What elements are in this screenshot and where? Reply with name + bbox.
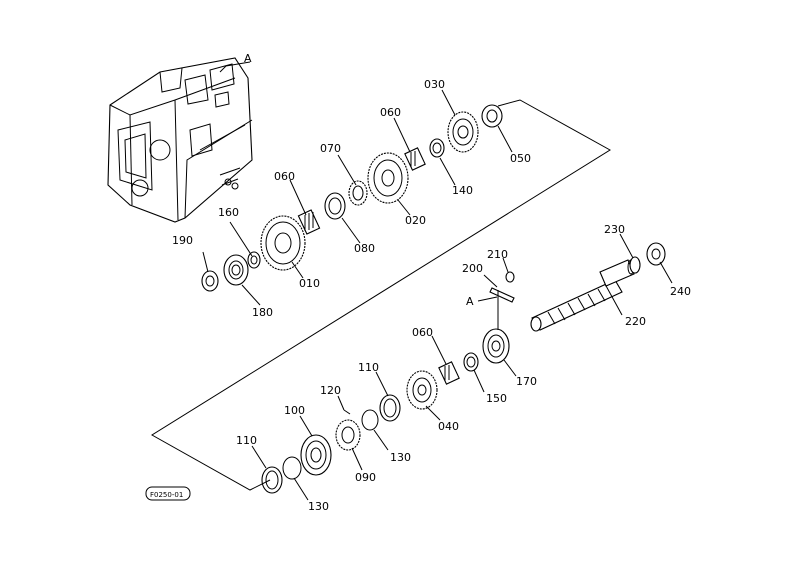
bearing-180 <box>223 254 249 286</box>
collar-140 <box>429 138 445 158</box>
part-label-200: 200 <box>462 262 483 275</box>
snap-ring-130-lower <box>282 456 302 480</box>
part-label-100: 100 <box>284 404 305 417</box>
drawing-code: F0250-01 <box>150 491 183 499</box>
shaft-220 <box>530 259 635 332</box>
part-label-240: 240 <box>670 285 691 298</box>
upper-shaft-assembly <box>201 104 503 292</box>
bearing-240 <box>646 242 666 266</box>
upper-assembly-frame-line <box>151 99 611 491</box>
circlip-110-lower <box>261 466 283 494</box>
part-label-060-upper: 060 <box>274 170 295 183</box>
gear-030 <box>447 111 479 153</box>
circlip-110-upper <box>379 394 401 422</box>
part-label-120: 120 <box>320 384 341 397</box>
part-label-150: 150 <box>486 392 507 405</box>
gear-090 <box>335 419 361 451</box>
screw-210 <box>505 271 515 283</box>
needle-bearing-060-mid <box>404 147 426 171</box>
part-label-140: 140 <box>452 184 473 197</box>
key-200 <box>489 287 515 303</box>
part-label-210: 210 <box>487 248 508 261</box>
bearing-100 <box>300 434 332 476</box>
transmission-case <box>107 57 253 223</box>
part-label-090: 090 <box>355 471 376 484</box>
nut-190 <box>201 270 219 292</box>
part-label-110-upper: 110 <box>358 361 379 374</box>
collar-080 <box>324 192 346 220</box>
section-marker-a-bottom: A <box>466 295 474 308</box>
part-label-170: 170 <box>516 375 537 388</box>
part-label-160: 160 <box>218 206 239 219</box>
part-label-130-upper: 130 <box>390 451 411 464</box>
part-label-180: 180 <box>252 306 273 319</box>
part-label-060-lower: 060 <box>412 326 433 339</box>
drawing-code-badge: F0250-01 <box>145 486 191 501</box>
part-label-060-mid: 060 <box>380 106 401 119</box>
bearing-170 <box>482 328 510 364</box>
part-label-220: 220 <box>625 315 646 328</box>
snap-ring-130-upper <box>361 409 379 431</box>
section-marker-a-top: A <box>244 52 252 65</box>
bearing-070 <box>348 180 368 206</box>
part-label-020: 020 <box>405 214 426 227</box>
part-label-010: 010 <box>299 277 320 290</box>
part-label-030: 030 <box>424 78 445 91</box>
lower-shaft-assembly <box>261 242 666 494</box>
gear-010 <box>260 215 306 271</box>
collar-150 <box>463 352 479 372</box>
part-label-070: 070 <box>320 142 341 155</box>
part-label-050: 050 <box>510 152 531 165</box>
ring-230 <box>629 256 641 274</box>
gear-020 <box>367 152 409 204</box>
arrow-a-line <box>477 296 498 302</box>
leader-lines <box>202 89 673 501</box>
part-label-230: 230 <box>604 223 625 236</box>
part-label-130-lower: 130 <box>308 500 329 513</box>
part-label-040: 040 <box>438 420 459 433</box>
part-label-110-lower: 110 <box>236 434 257 447</box>
pin-120 <box>343 409 351 415</box>
part-label-190: 190 <box>172 234 193 247</box>
bearing-050 <box>481 104 503 128</box>
needle-bearing-060-lower <box>438 361 460 385</box>
gear-040 <box>406 370 438 410</box>
part-label-080: 080 <box>354 242 375 255</box>
collar-160 <box>247 251 261 269</box>
part-labels: 190 180 160 010 060 080 070 020 060 140 … <box>172 78 691 513</box>
